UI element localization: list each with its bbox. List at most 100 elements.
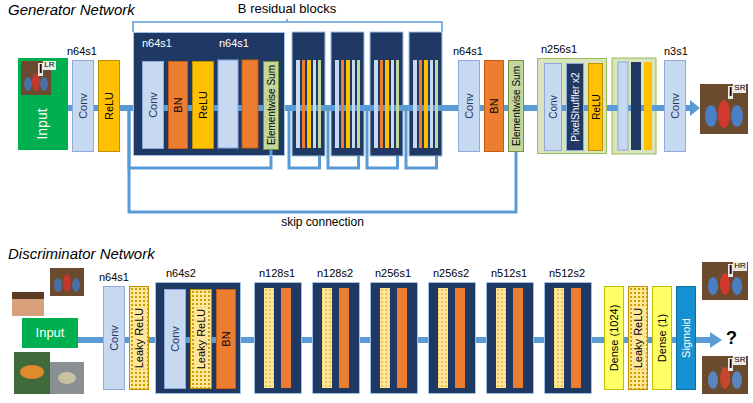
layer-label: Conv	[463, 93, 475, 119]
layer-label: Leaky ReLU	[195, 308, 207, 371]
layer-label: ReLU	[590, 94, 601, 120]
relu-layer: ReLU	[588, 63, 603, 151]
layer-spec: n3s1	[664, 45, 688, 57]
conv-layer: Conv	[164, 289, 186, 389]
upsample-stripes	[618, 62, 652, 150]
layer-label: Conv	[147, 92, 159, 118]
bn-layer	[242, 60, 258, 148]
block-box: n256s1ConvPixelShuffler x2ReLU	[537, 58, 607, 154]
upsample-block	[612, 58, 656, 154]
layer-spec: n64s1	[67, 45, 97, 57]
layer-label: Conv	[77, 93, 89, 119]
layer-label: Input	[36, 326, 65, 340]
layer-label: Elementwise Sum	[511, 66, 522, 146]
layer-label: Leaky ReLU	[632, 307, 644, 370]
layer-spec: n64s1	[453, 45, 483, 57]
layer-spec: n512s2	[549, 267, 585, 279]
conv-layer: n64s1Conv	[103, 286, 125, 390]
image-tag: LR	[43, 61, 55, 70]
sigmoid-layer: Sigmoid	[676, 286, 696, 390]
data-flow-line	[534, 337, 544, 343]
sum-layer: Elementwise Sum	[508, 60, 524, 152]
sr-image	[700, 84, 748, 134]
layer-spec: n64s1	[99, 271, 129, 283]
sr-image	[702, 356, 748, 394]
layer-label: PixelShuffler x2	[570, 72, 581, 141]
leaky-relu-layer: Leaky ReLU	[628, 286, 648, 390]
data-flow-line	[476, 337, 486, 343]
data-flow-line	[78, 337, 103, 343]
sum-layer: Elementwise Sum	[263, 61, 279, 150]
block-box: n512s2	[544, 282, 592, 394]
block-box: n64s2ConvLeaky ReLUBN	[155, 282, 241, 394]
image-tag: HR	[733, 262, 747, 271]
output-question: ?	[726, 329, 737, 349]
layer-label: Elementwise Sum	[266, 65, 277, 145]
residual-skip	[289, 108, 437, 168]
layer-label: BN	[488, 98, 500, 113]
conv-layer: Conv	[544, 63, 562, 151]
layer-label: BN	[220, 331, 232, 346]
layer-label: ReLU	[103, 92, 115, 120]
network-title: Generator Network	[8, 2, 135, 19]
conv-layer: n64s1Conv	[458, 60, 480, 152]
layer-label: Conv	[669, 93, 681, 119]
block-box: n256s2	[428, 282, 476, 394]
bn-layer: BN	[216, 289, 236, 389]
data-flow-line	[524, 105, 537, 111]
data-flow-line	[360, 337, 370, 343]
bn-layer: BN	[484, 60, 504, 152]
leaky-relu-layer: Leaky ReLU	[129, 286, 149, 390]
layer-label: Sigmoid	[680, 318, 692, 358]
layer-spec: n128s1	[259, 267, 295, 279]
layer-spec: n256s1	[375, 267, 411, 279]
pixelshuffle-layer: PixelShuffler x2	[566, 63, 584, 151]
image-tag: SR	[733, 356, 746, 365]
layer-spec: n512s1	[491, 267, 527, 279]
layer-label: Dense (1024)	[608, 305, 620, 372]
hr-image	[702, 262, 748, 300]
block-fill	[133, 32, 285, 156]
conv-layer: n64s1Conv	[72, 60, 94, 152]
image-tag: SR	[733, 84, 746, 93]
layer-spec: n128s2	[317, 267, 353, 279]
layer-label: BN	[172, 97, 184, 112]
block-box: n256s1	[370, 282, 418, 394]
input-images	[12, 268, 84, 394]
conv-layer	[218, 60, 238, 148]
dense-layer: Dense (1)	[652, 286, 672, 390]
edge-label: skip connection	[279, 216, 366, 229]
layer-label: Leaky ReLU	[133, 307, 145, 370]
layer-spec: n64s1	[219, 37, 249, 49]
bn-layer: BN	[168, 61, 188, 149]
data-flow-line	[592, 337, 604, 343]
layer-spec: n64s2	[166, 267, 196, 279]
layer-spec: n256s1	[541, 43, 577, 55]
layer-label: Conv	[169, 326, 181, 352]
block-fill	[537, 58, 607, 154]
relu-layer: ReLU	[98, 60, 120, 152]
bracket	[133, 19, 442, 32]
layer-label: ReLU	[197, 91, 209, 119]
data-flow-line	[302, 337, 312, 343]
block-box: n64s1n64s1ConvBNReLUElementwise Sum	[133, 32, 285, 156]
dense-layer: Dense (1024)	[604, 286, 624, 390]
input-fill	[22, 318, 78, 348]
leaky-relu-layer: Leaky ReLU	[190, 289, 212, 389]
bracket-label: B residual blocks	[238, 2, 336, 16]
block-box: n128s1	[254, 282, 302, 394]
conv-layer: Conv	[142, 61, 164, 149]
layer-label: Input	[35, 108, 50, 139]
relu-layer: ReLU	[192, 61, 214, 149]
data-flow-line	[241, 337, 254, 343]
block-fills	[254, 282, 592, 394]
input-fill	[18, 58, 68, 150]
data-flow-line	[418, 337, 428, 343]
layer-spec: n256s2	[433, 267, 469, 279]
layer-label: Dense (1)	[656, 314, 668, 362]
layer-label: Conv	[108, 325, 120, 351]
block-box: n512s1	[486, 282, 534, 394]
conv-layer: n3s1Conv	[664, 60, 686, 152]
block-fill	[155, 282, 241, 394]
